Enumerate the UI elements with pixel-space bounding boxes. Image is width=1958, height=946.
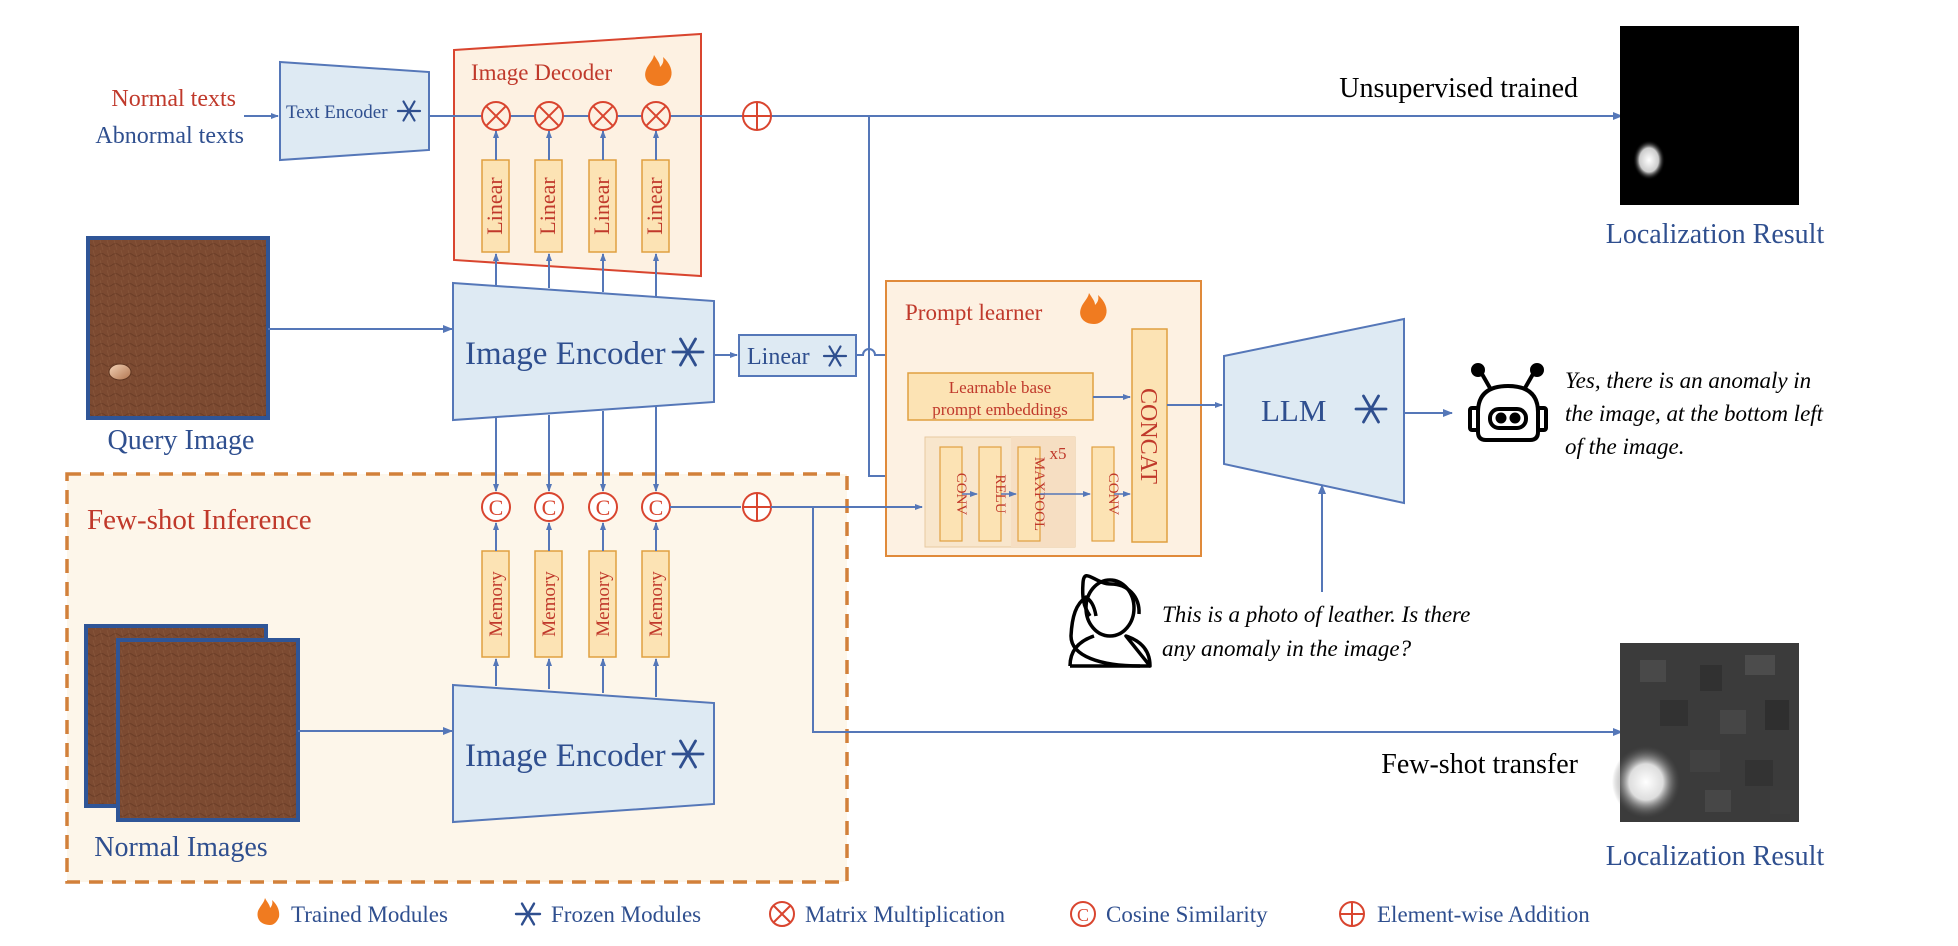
linear-block	[588, 159, 617, 253]
snowflake-icon	[671, 337, 705, 367]
heat-spot	[1612, 746, 1680, 818]
linear-block-label: Linear	[535, 177, 560, 235]
linear-block	[641, 159, 670, 253]
image-decoder-title: Image Decoder	[471, 60, 612, 85]
cosine-symbol: C	[542, 495, 557, 520]
matrix-multiplication-ops	[481, 101, 671, 131]
llm-label: LLM	[1261, 393, 1326, 428]
text-encoder	[279, 60, 430, 162]
localization-result-top: Localization Result	[1606, 219, 1825, 250]
conv-block-2-label: CONV	[1105, 473, 1121, 516]
unsupervised-label: Unsupervised trained	[1339, 73, 1578, 104]
query-image-label: Query Image	[108, 425, 255, 456]
linear-block	[534, 159, 563, 253]
few-shot-transfer-label: Few-shot transfer	[1381, 749, 1578, 780]
element-wise-addition-op	[742, 492, 772, 522]
learnable-prompt-embeddings	[907, 372, 1094, 421]
legend-frozen: Frozen Modules	[551, 902, 701, 927]
memory-blocks: Memory Memory Memory Memory	[481, 550, 670, 658]
cosine-icon: C	[1070, 901, 1096, 927]
memory-block-label: Memory	[486, 571, 507, 637]
normal-image-front	[116, 638, 300, 822]
flame-icon	[1080, 293, 1107, 324]
linear-block	[481, 159, 510, 253]
user-icon	[1068, 574, 1152, 668]
heat-spot	[1633, 140, 1665, 180]
anomaly-blob	[108, 363, 132, 381]
maxpool-block-label: MAXPOOL	[1031, 457, 1047, 531]
user-question-line1: This is a photo of leather. Is there	[1162, 602, 1470, 627]
abnormal-texts-label: Abnormal texts	[95, 123, 244, 149]
addition-icon	[1339, 901, 1365, 927]
legend-matmul: Matrix Multiplication	[805, 902, 1005, 927]
snowflake-icon	[514, 902, 542, 926]
bot-response-line1: Yes, there is an anomaly in	[1565, 368, 1811, 393]
linear-block-label: Linear	[482, 177, 507, 235]
flame-icon	[645, 55, 672, 86]
memory-block	[588, 550, 617, 658]
legend-cosine: Cosine Similarity	[1106, 902, 1268, 927]
repeat-label: x5	[1050, 444, 1067, 463]
snowflake-icon	[396, 100, 422, 122]
bot-response-line2: the image, at the bottom left	[1565, 401, 1824, 426]
linear-block-label: Linear	[642, 177, 667, 235]
image-encoder-bottom-label: Image Encoder	[465, 738, 666, 774]
svg-text:C: C	[1077, 905, 1089, 925]
localization-result-bottom: Localization Result	[1606, 841, 1825, 872]
element-wise-addition-op	[742, 101, 772, 131]
learnable-prompt-line1: Learnable base	[949, 378, 1051, 397]
concat-label: CONCAT	[1135, 388, 1161, 484]
memory-block-label: Memory	[593, 571, 614, 637]
image-encoder-bottom	[452, 683, 715, 824]
legend-trained: Trained Modules	[291, 902, 448, 927]
relu-block-label: RELU	[992, 474, 1008, 513]
learnable-prompt-line2: prompt embeddings	[932, 400, 1068, 419]
normal-texts-label: Normal texts	[111, 86, 236, 112]
snowflake-icon	[822, 345, 848, 367]
cosine-symbol: C	[649, 495, 664, 520]
memory-block-label: Memory	[646, 571, 667, 637]
prompt-learner-title: Prompt learner	[905, 300, 1043, 325]
legend-addition: Element-wise Addition	[1377, 902, 1590, 927]
cosine-symbol: C	[596, 495, 611, 520]
memory-block	[534, 550, 563, 658]
normal-images-label: Normal Images	[94, 832, 267, 863]
llm-block	[1223, 317, 1405, 505]
few-shot-region-label: Few-shot Inference	[87, 504, 312, 536]
conv-block-1-label: CONV	[953, 473, 969, 516]
memory-block	[481, 550, 510, 658]
cosine-symbol: C	[489, 495, 504, 520]
matmul-icon	[769, 901, 795, 927]
bot-response-line3: of the image.	[1565, 434, 1684, 459]
memory-block-label: Memory	[539, 571, 560, 637]
query-image	[86, 236, 270, 420]
legend: Trained Modules Frozen Modules Matrix Mu…	[257, 898, 1590, 927]
concat-block	[1131, 328, 1168, 543]
decoder-linear-blocks: Linear Linear Linear Linear	[481, 159, 670, 253]
image-decoder-panel	[453, 32, 702, 278]
flame-icon	[257, 898, 280, 925]
image-encoder-top	[452, 281, 715, 422]
linear-block-label: Linear	[589, 177, 614, 235]
image-encoder-top-label: Image Encoder	[465, 336, 666, 372]
linear-frozen-label: Linear	[747, 344, 810, 370]
snowflake-icon	[671, 739, 705, 769]
localization-map-few-shot	[1612, 643, 1799, 822]
snowflake-icon	[1354, 394, 1388, 424]
user-question-line2: any anomaly in the image?	[1162, 636, 1412, 661]
robot-icon	[1468, 363, 1548, 442]
text-encoder-label: Text Encoder	[286, 102, 388, 123]
